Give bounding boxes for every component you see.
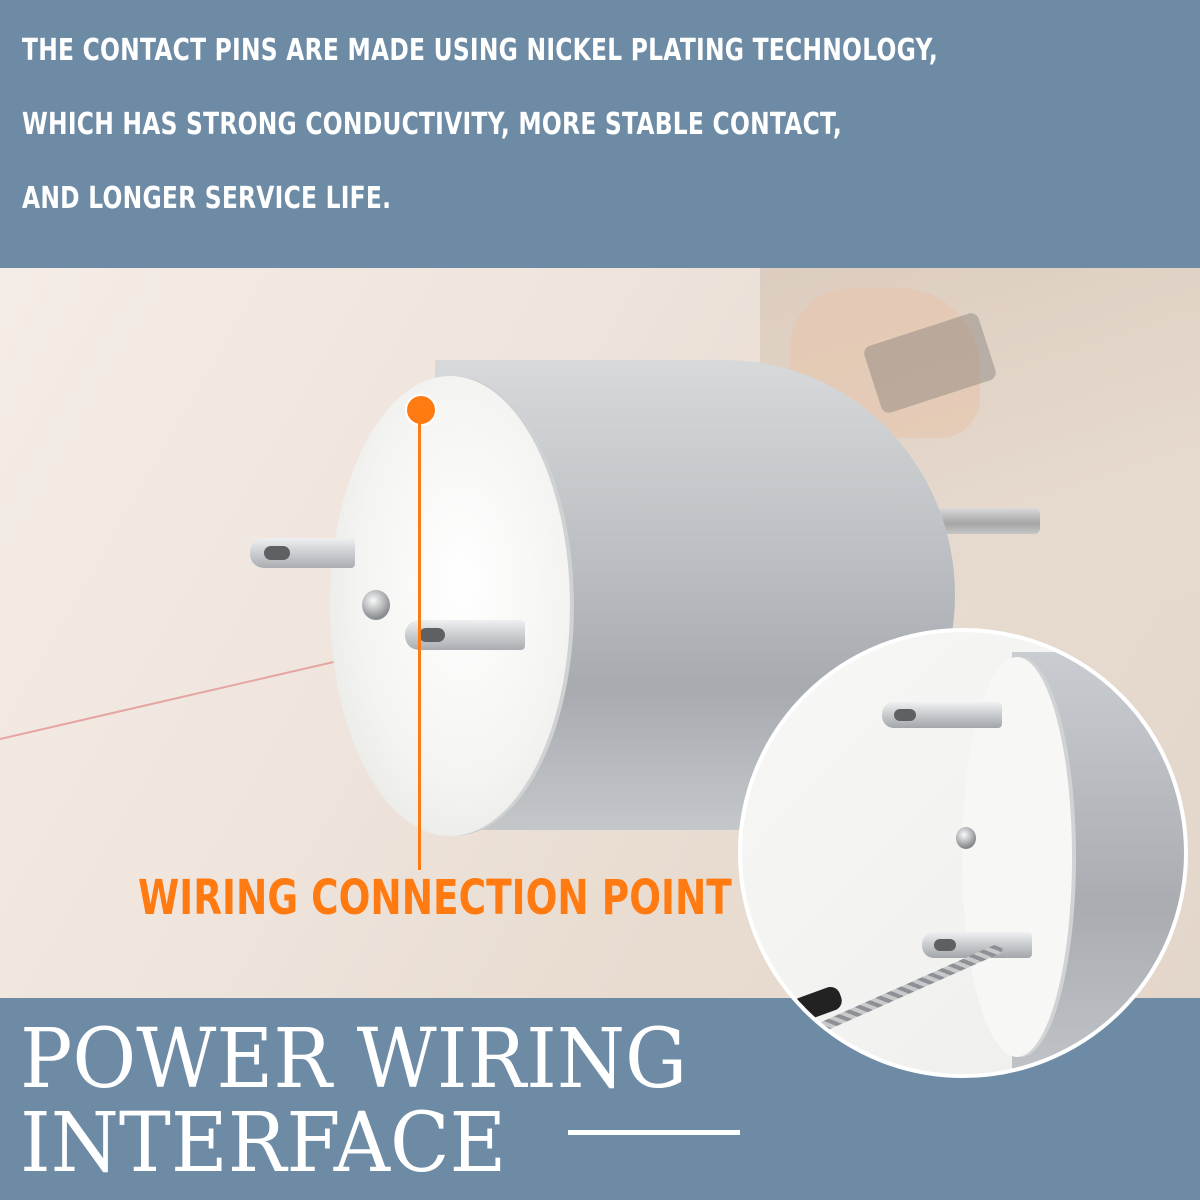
title-underline-rule	[568, 1130, 740, 1135]
feature-line-2: WHICH HAS STRONG CONDUCTIVITY, MORE STAB…	[22, 107, 842, 142]
contact-pin-right	[405, 620, 525, 650]
feature-description: THE CONTACT PINS ARE MADE USING NICKEL P…	[22, 36, 1172, 228]
callout-marker-dot	[405, 394, 437, 426]
section-title-line-2: INTERFACE	[20, 1096, 507, 1191]
inset-contact-pin-hole	[894, 709, 916, 721]
detail-inset-circle	[738, 628, 1188, 1078]
contact-pin-hole	[264, 546, 290, 560]
callout-label: WIRING CONNECTION POINT	[138, 870, 732, 926]
contact-pin-left	[250, 538, 355, 568]
callout-leader-line	[418, 420, 421, 870]
motor-bearing-bushing	[362, 590, 390, 620]
inset-contact-pin-top	[882, 702, 1002, 728]
contact-pin-hole	[419, 628, 445, 642]
motor-shaft	[930, 508, 1040, 534]
section-title-line-1: POWER WIRING	[20, 1012, 688, 1107]
inset-contact-pin-hole	[934, 939, 956, 951]
inset-bearing-bushing	[956, 827, 976, 849]
feature-line-3: AND LONGER SERVICE LIFE.	[22, 181, 392, 216]
feature-line-1: THE CONTACT PINS ARE MADE USING NICKEL P…	[22, 33, 938, 68]
top-banner: THE CONTACT PINS ARE MADE USING NICKEL P…	[0, 0, 1200, 268]
section-title: POWER WIRING INTERFACE	[20, 1018, 760, 1186]
